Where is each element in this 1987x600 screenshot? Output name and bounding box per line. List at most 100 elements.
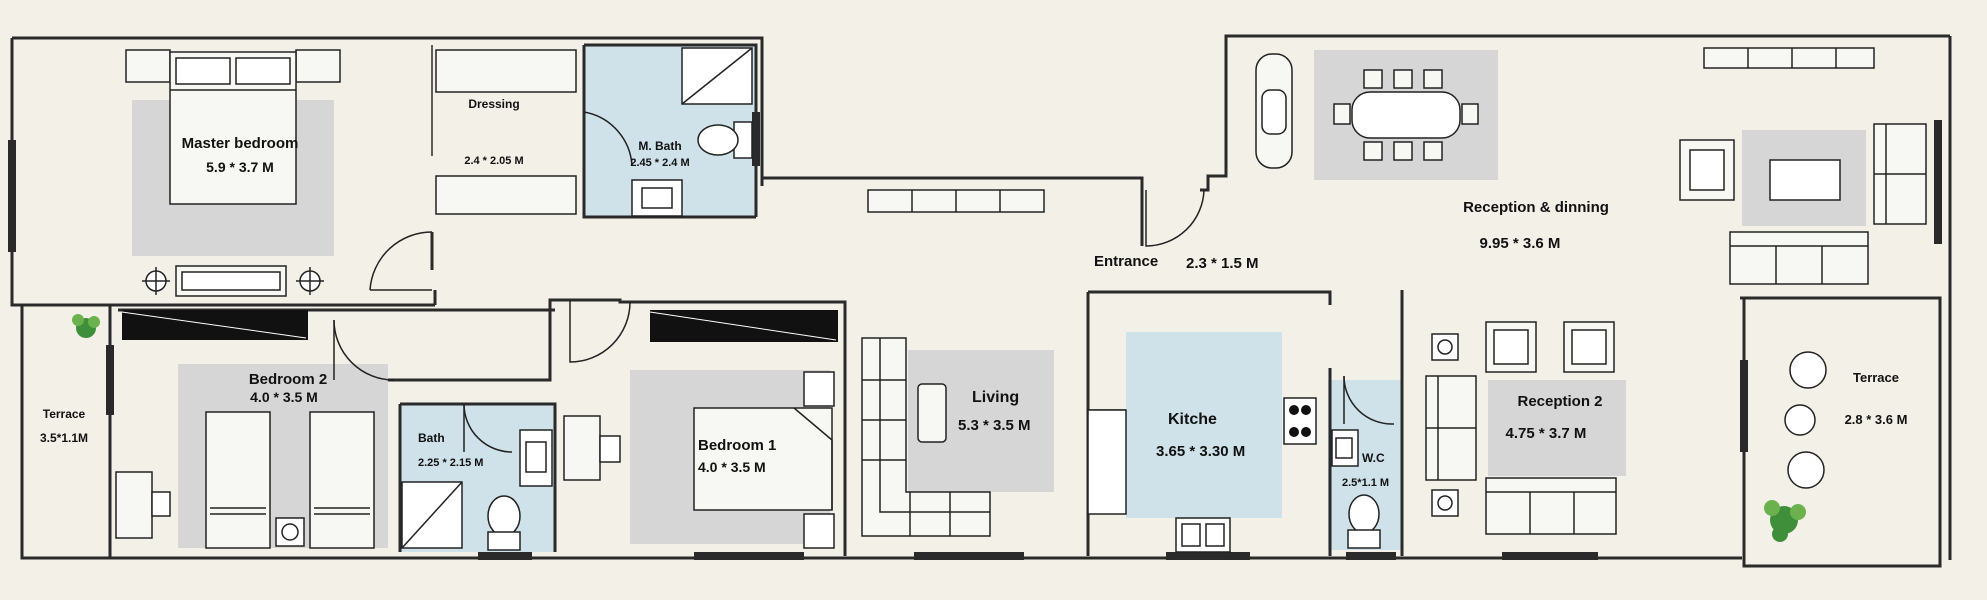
doors: [333, 111, 1395, 453]
bedroom2-furniture: [115, 310, 375, 549]
sofa-icon: [1729, 231, 1869, 285]
room-name: M. Bath: [638, 139, 681, 153]
coffee-table: [1769, 159, 1841, 201]
nightstand: [125, 49, 171, 83]
reception2-furniture: [1425, 321, 1617, 535]
room-size: 5.9 * 3.7 M: [206, 159, 274, 175]
door-swing-icon: [583, 111, 633, 167]
room-labels: Master bedroom 5.9 * 3.7 M Dressing 2.4 …: [40, 97, 1907, 489]
bedroom1-furniture: [563, 310, 838, 549]
window: [1740, 360, 1748, 452]
room-size: 9.95 * 3.6 M: [1480, 235, 1561, 252]
dressing-furniture: [435, 49, 577, 215]
room-size: 3.65 * 3.30 M: [1156, 443, 1245, 460]
reception2-rug: [1488, 380, 1626, 476]
room-name: Bedroom 2: [249, 371, 327, 388]
stove-icon: [1283, 397, 1317, 445]
plant-icon: [1764, 500, 1806, 542]
bed-icon: [309, 411, 375, 549]
room-size: 2.45 * 2.4 M: [630, 157, 689, 169]
chair: [1787, 451, 1825, 489]
nightstand: [295, 49, 341, 83]
room-size: 2.4 * 2.05 M: [464, 155, 523, 167]
door-swing-icon: [569, 300, 631, 363]
room-size: 2.25 * 2.15 M: [418, 457, 483, 469]
sink-icon: [1175, 517, 1231, 553]
room-size: 4.0 * 3.5 M: [698, 459, 766, 475]
master-bedroom-furniture: [125, 49, 341, 297]
door-swing-icon: [1145, 189, 1205, 247]
windows: [8, 112, 1942, 560]
window: [1502, 552, 1598, 560]
counter: [1087, 409, 1127, 515]
kitchen-fixtures: [1087, 397, 1317, 553]
window: [478, 552, 532, 560]
door-swing-icon: [333, 319, 395, 381]
window: [8, 140, 16, 252]
room-size: 2.5*1.1 M: [1342, 477, 1389, 489]
toilet-icon: [487, 495, 521, 551]
nightstand: [803, 371, 835, 407]
room-size: 2.3 * 1.5 M: [1186, 255, 1259, 272]
living-furniture: [861, 337, 991, 537]
wardrobe: [435, 175, 577, 215]
reception-dinning-furniture: [1255, 47, 1927, 285]
window: [1934, 120, 1942, 244]
sofa-icon: [861, 337, 991, 537]
room-name: Dressing: [468, 97, 519, 111]
room-name: Reception 2: [1517, 393, 1602, 410]
bed-icon: [205, 411, 271, 549]
floor-areas: [132, 45, 1866, 552]
room-name: Reception & dinning: [1463, 199, 1609, 216]
lamp-table: [1431, 333, 1459, 517]
window: [914, 552, 1024, 560]
room-size: 4.0 * 3.5 M: [250, 389, 318, 405]
room-name: Terrace: [1853, 370, 1899, 385]
chair: [151, 491, 171, 517]
room-name: Kitche: [1168, 411, 1217, 428]
nightstand: [803, 513, 835, 549]
chair: [1789, 351, 1827, 389]
armchair: [1255, 53, 1293, 169]
room-size: 4.75 * 3.7 M: [1506, 425, 1587, 442]
window: [1166, 552, 1250, 560]
room-name: Entrance: [1094, 253, 1158, 270]
lamp-icon: [296, 267, 324, 295]
wc-fixtures: [1331, 429, 1381, 549]
window: [694, 552, 804, 560]
room-name: Bedroom 1: [698, 437, 776, 454]
window: [1346, 552, 1396, 560]
dining-table-icon: [1333, 69, 1479, 161]
door-swing-icon: [463, 403, 513, 453]
door-swing-icon: [369, 231, 433, 291]
room-name: Living: [972, 389, 1019, 406]
toilet-icon: [1347, 494, 1381, 549]
window: [752, 112, 760, 166]
sink-icon: [631, 179, 683, 217]
sink-icon: [1331, 429, 1359, 467]
bath-fixtures: [401, 429, 553, 551]
room-size: 3.5*1.1M: [40, 431, 88, 445]
desk: [115, 471, 153, 539]
corridor-furniture: [867, 189, 1045, 213]
wardrobe: [435, 49, 577, 93]
terrace-right-furniture: [1764, 351, 1827, 542]
pillow: [235, 57, 291, 85]
kitchen-floor: [1126, 332, 1282, 518]
tv-unit: [1703, 47, 1875, 69]
round-table: [1784, 404, 1816, 436]
door-swing-icon: [1343, 375, 1395, 425]
bed-icon: [693, 407, 833, 511]
sofa-icon: [1485, 477, 1617, 535]
lamp-icon: [142, 267, 170, 295]
desk: [563, 415, 601, 481]
master-bath-fixtures: [631, 47, 753, 217]
chair: [599, 435, 621, 463]
room-name: Terrace: [43, 407, 86, 421]
pillow: [175, 57, 231, 85]
room-size: 5.3 * 3.5 M: [958, 417, 1031, 434]
toilet-icon: [697, 121, 753, 159]
room-name: Bath: [418, 431, 445, 445]
coffee-table: [917, 383, 947, 443]
